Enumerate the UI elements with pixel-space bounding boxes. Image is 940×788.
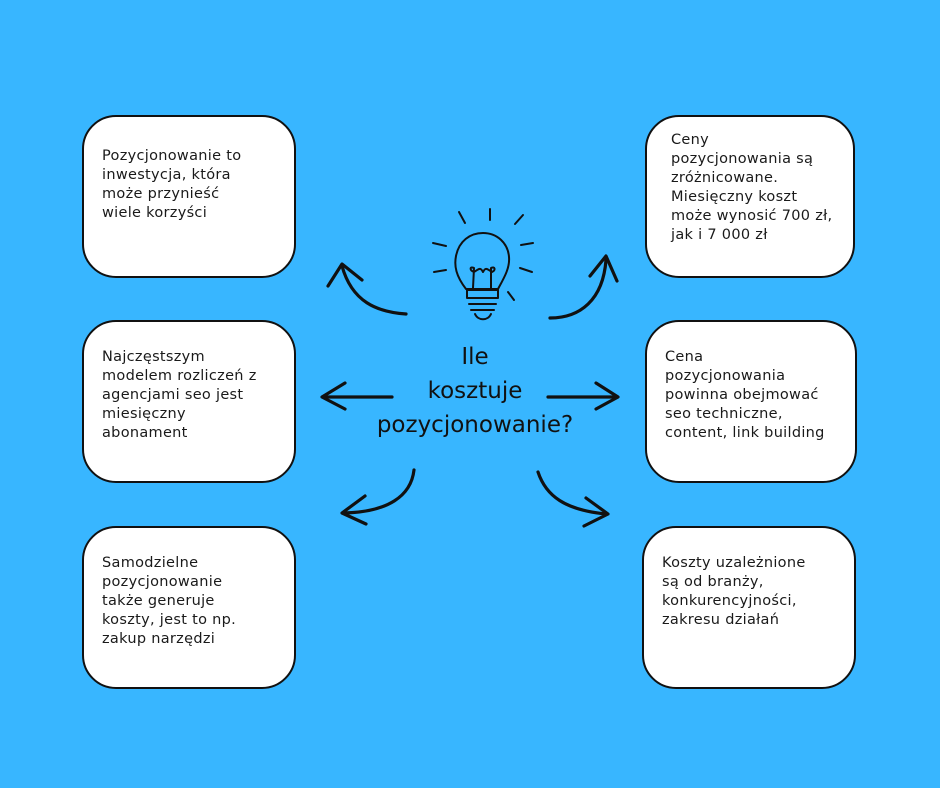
- light-ray: [514, 214, 524, 225]
- arrow-to-bottom-right: [536, 470, 610, 528]
- info-box-top-left: Pozycjonowanie to inwestycja, która może…: [82, 115, 296, 278]
- info-box-bottom-right: Koszty uzależnione są od branży, konkure…: [642, 526, 856, 689]
- arrow-to-middle-left: [320, 381, 394, 411]
- arrow-to-middle-right: [546, 381, 620, 411]
- light-ray: [519, 267, 533, 273]
- light-ray: [432, 242, 447, 247]
- info-box-bottom-left: Samodzielne pozycjonowanie także generuj…: [82, 526, 296, 689]
- info-box-top-right: Ceny pozycjonowania są zróżnicowane. Mie…: [645, 115, 855, 278]
- arrow-to-top-right: [548, 254, 619, 320]
- arrow-to-top-left: [326, 262, 408, 316]
- arrow-to-bottom-left: [340, 468, 416, 526]
- info-box-middle-left: Najczęstszym modelem rozliczeń z agencja…: [82, 320, 296, 483]
- light-ray: [507, 291, 515, 301]
- bulb-base: [466, 289, 499, 299]
- light-ray: [520, 242, 534, 246]
- bulb-glass: [454, 232, 511, 290]
- light-ray: [458, 211, 466, 224]
- lightbulb-icon: [432, 208, 534, 321]
- light-ray: [433, 269, 447, 273]
- info-box-middle-right: Cena pozycjonowania powinna obejmować se…: [645, 320, 857, 483]
- bulb-tip: [474, 313, 492, 321]
- bulb-filament: [469, 266, 496, 289]
- central-question: Ile kosztuje pozycjonowanie?: [376, 344, 574, 438]
